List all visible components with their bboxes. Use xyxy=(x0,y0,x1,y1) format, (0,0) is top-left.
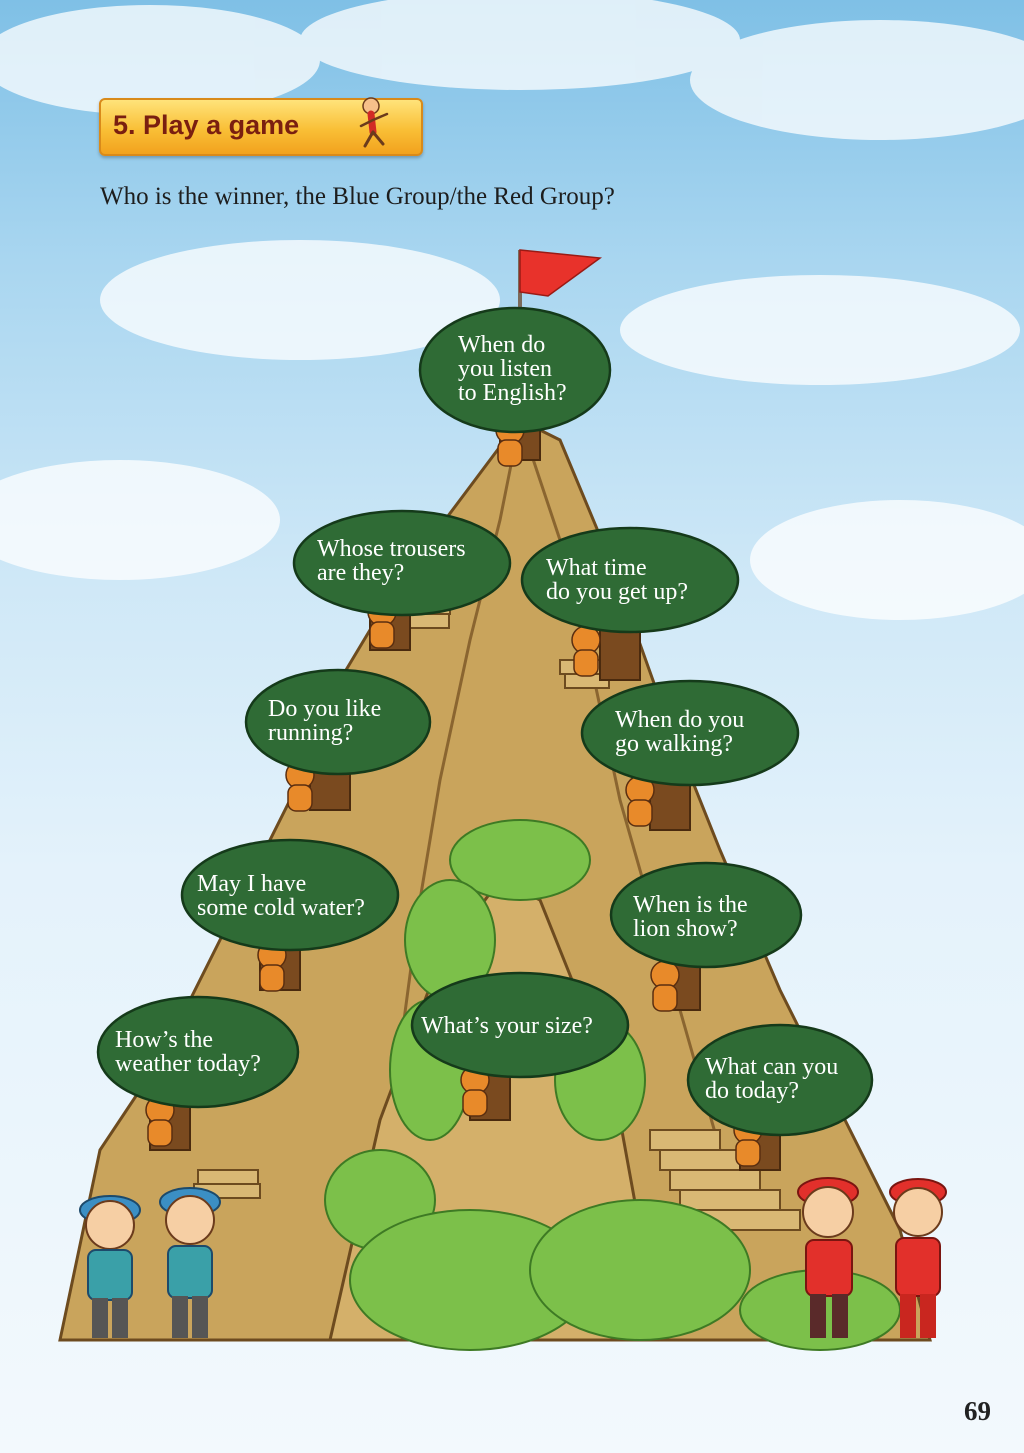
red-group-kids xyxy=(797,1177,947,1338)
question-bubble-9[interactable]: How’s the weather today? xyxy=(115,1027,261,1077)
activity-title: 5. Play a game xyxy=(113,110,300,140)
game-question: Who is the winner, the Blue Group/the Re… xyxy=(100,183,615,210)
flag-icon xyxy=(519,249,603,297)
question-bubble-3[interactable]: What time do you get up? xyxy=(546,555,688,605)
question-bubble-6[interactable]: May I have some cold water? xyxy=(197,871,365,921)
question-bubble-2[interactable]: Whose trousers are they? xyxy=(317,536,466,586)
tree-bubbles xyxy=(96,306,874,1137)
activity-title-banner: 5. Play a game xyxy=(99,97,423,156)
question-bubble-8[interactable]: What’s your size? xyxy=(421,1013,593,1039)
question-bubble-5[interactable]: When do you go walking? xyxy=(615,707,745,757)
running-figure-icon xyxy=(359,97,389,148)
question-bubble-7[interactable]: When is the lion show? xyxy=(633,892,748,942)
blue-group-kids xyxy=(79,1187,221,1338)
question-bubble-1[interactable]: When do you listen to English? xyxy=(458,332,567,406)
question-bubble-10[interactable]: What can you do today? xyxy=(705,1054,839,1104)
page-number: 69 xyxy=(964,1396,991,1426)
question-bubble-4[interactable]: Do you like running? xyxy=(268,696,382,746)
